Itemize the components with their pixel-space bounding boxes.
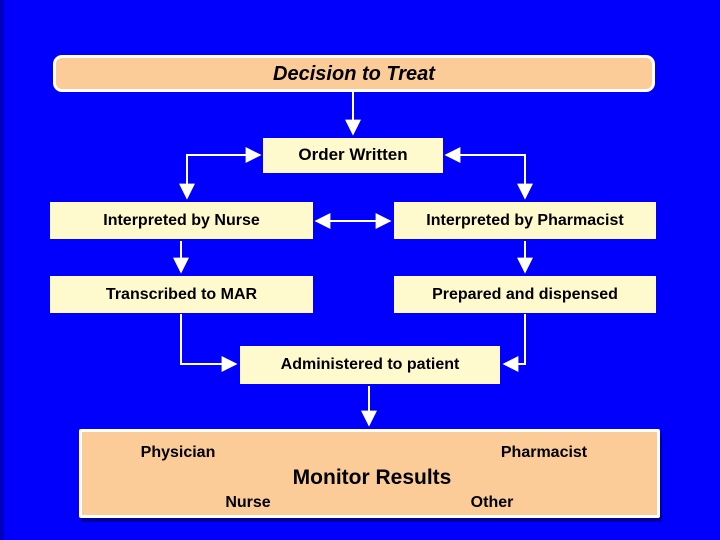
connector-order-pharmacist xyxy=(444,147,533,200)
node-prepared-dispensed-label: Prepared and dispensed xyxy=(432,285,618,303)
node-interpreted-by-nurse: Interpreted by Nurse xyxy=(50,202,313,239)
monitor-role-pharmacist: Pharmacist xyxy=(500,444,588,461)
node-administered-to-patient: Administered to patient xyxy=(240,346,500,384)
node-order-label: Order Written xyxy=(298,145,408,165)
monitor-role-nurse: Nurse xyxy=(225,494,271,511)
node-decision-label: Decision to Treat xyxy=(273,62,435,85)
node-interpreted-pharmacist-label: Interpreted by Pharmacist xyxy=(426,211,624,229)
node-transcribed-mar-label: Transcribed to MAR xyxy=(105,285,258,303)
monitor-results-box: Physician Pharmacist Monitor Results Nur… xyxy=(79,429,660,518)
connector-dispensed-to-administered xyxy=(502,314,526,372)
monitor-role-other: Other xyxy=(470,494,514,511)
slide-left-edge-strip xyxy=(0,0,4,540)
node-decision-to-treat: Decision to Treat xyxy=(53,55,655,92)
node-prepared-and-dispensed: Prepared and dispensed xyxy=(394,276,656,313)
node-interpreted-nurse-label: Interpreted by Nurse xyxy=(103,211,260,229)
monitor-results-title: Monitor Results xyxy=(292,466,452,489)
node-administered-label: Administered to patient xyxy=(280,356,460,374)
connector-mar-to-administered xyxy=(180,314,238,372)
node-transcribed-to-mar: Transcribed to MAR xyxy=(50,276,313,313)
connector-order-nurse xyxy=(179,147,262,200)
node-order-written: Order Written xyxy=(263,138,443,173)
node-interpreted-by-pharmacist: Interpreted by Pharmacist xyxy=(394,202,656,239)
monitor-role-physician: Physician xyxy=(140,444,216,461)
